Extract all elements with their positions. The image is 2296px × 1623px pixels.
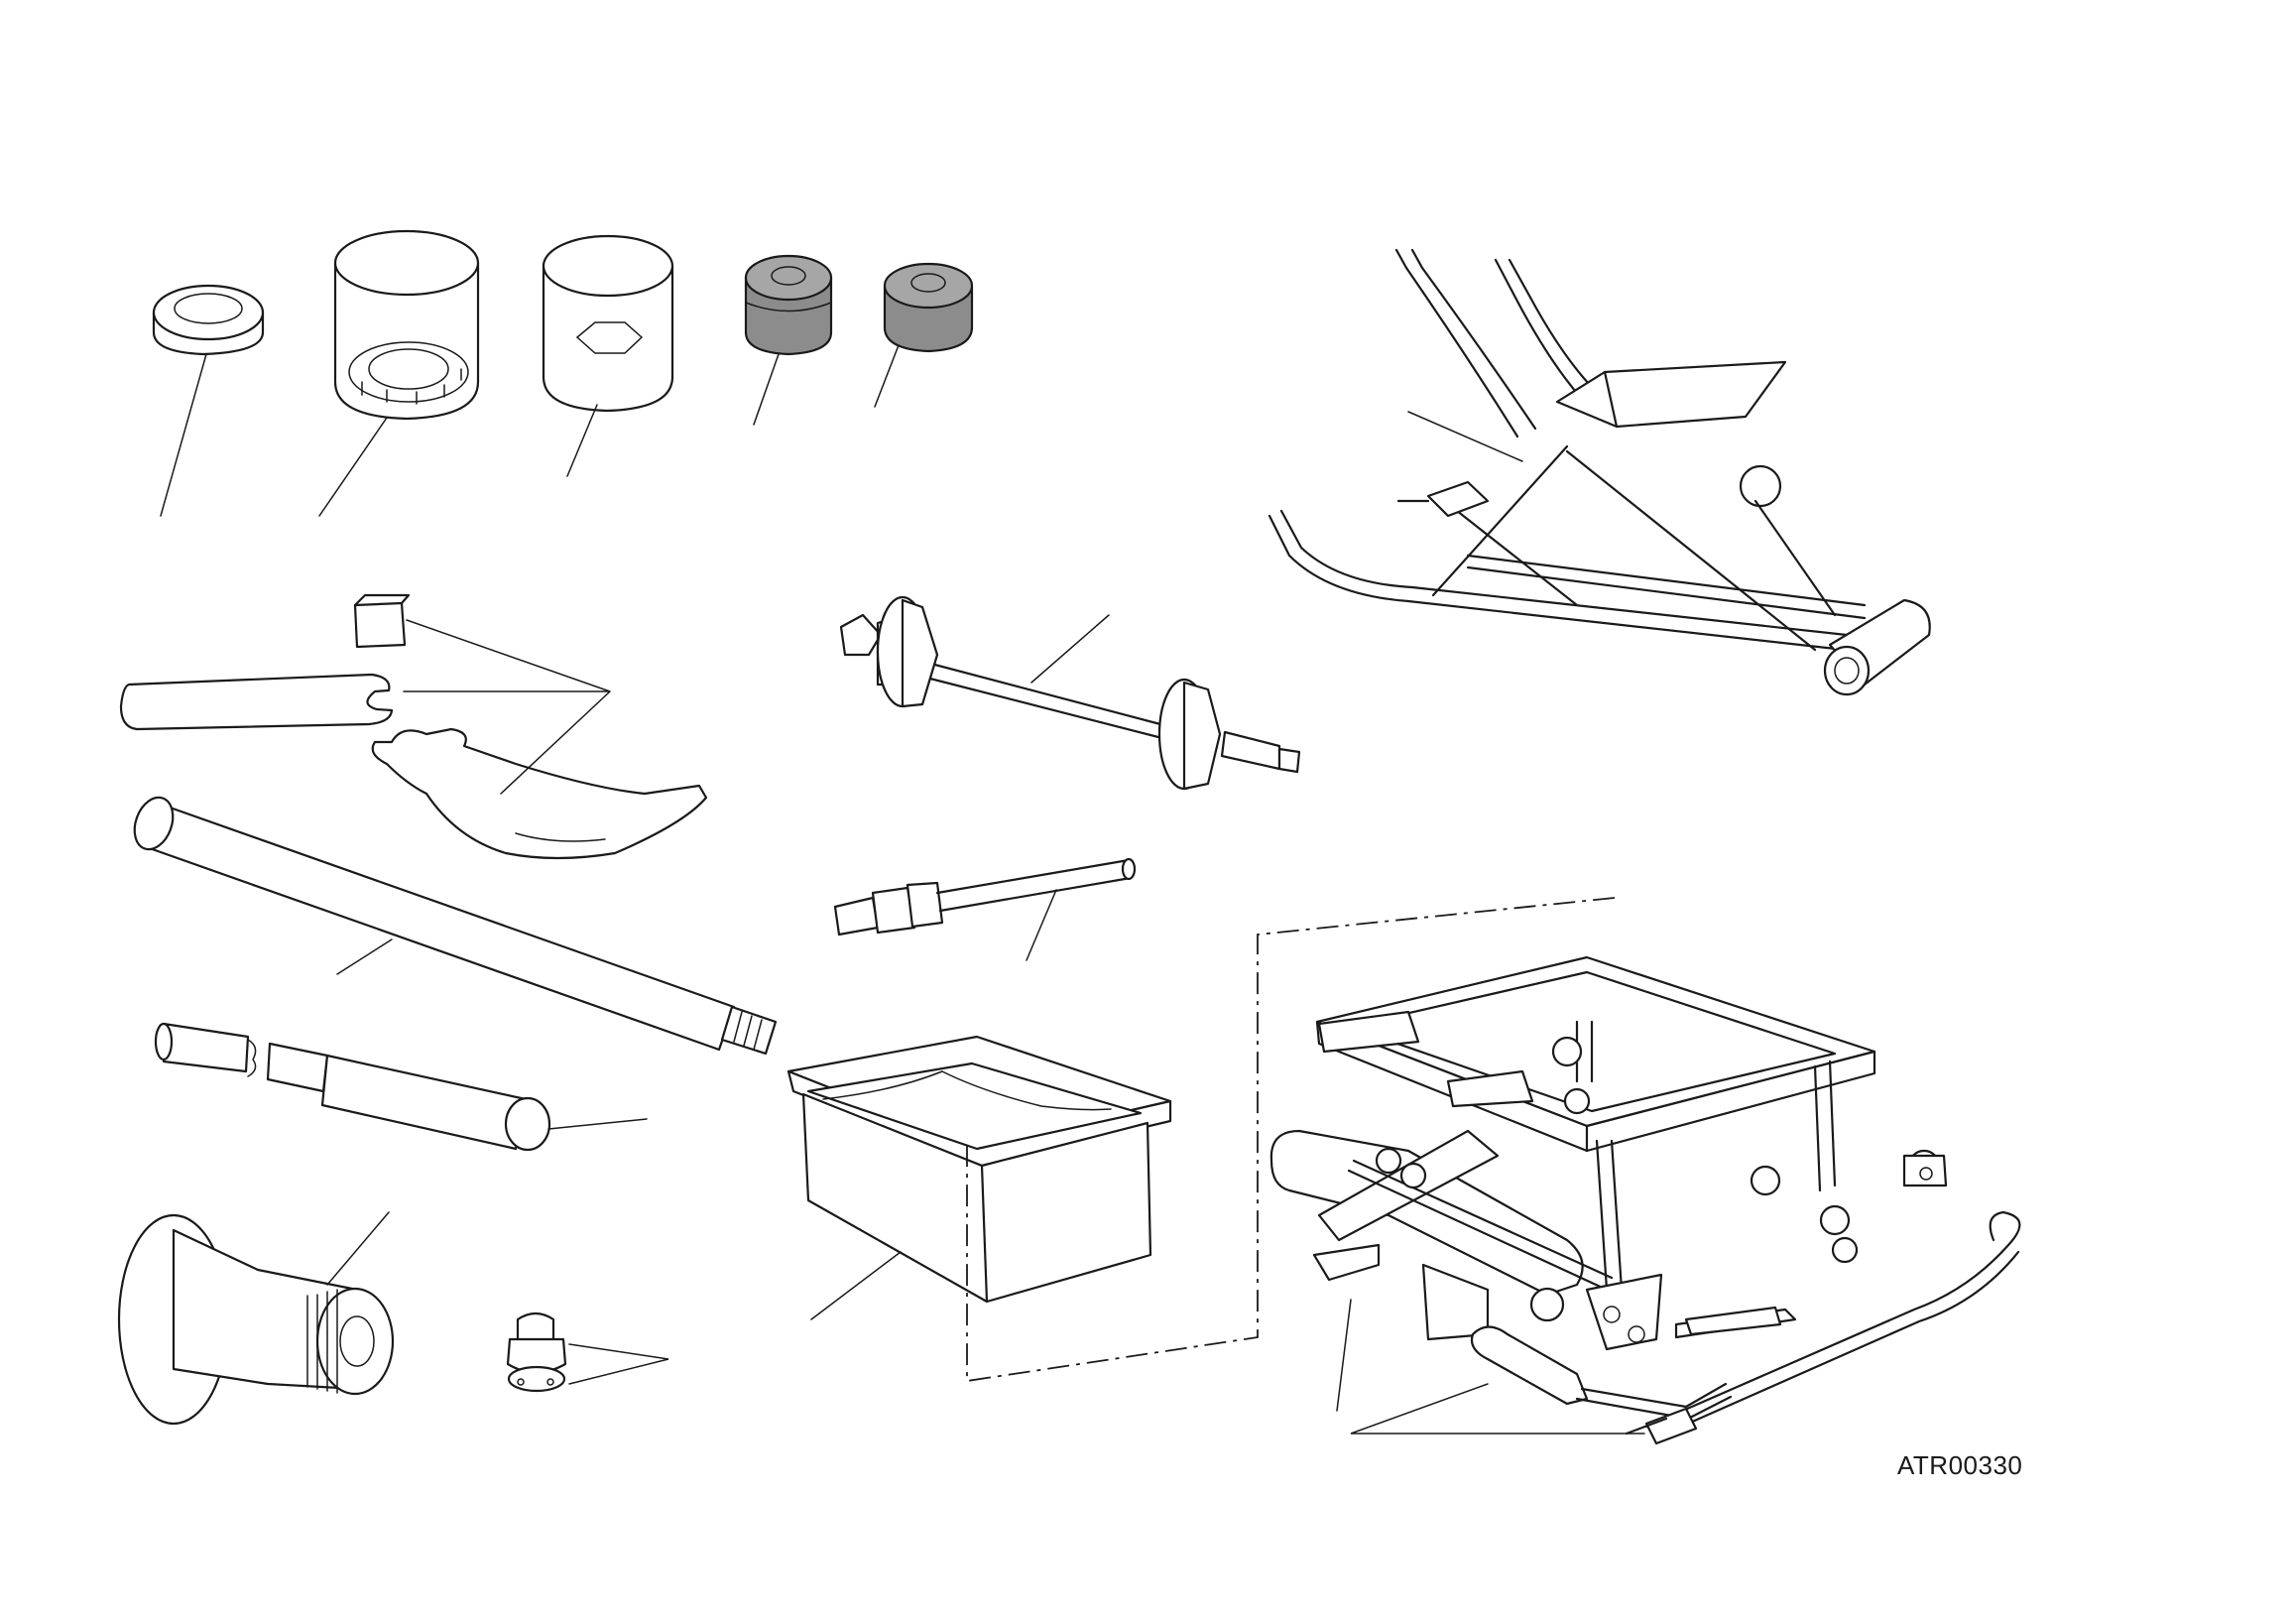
leader-line <box>568 1343 669 1385</box>
rear-stand-part <box>1268 248 1931 696</box>
rubber-bush-part-a <box>744 254 833 356</box>
hook-wrench-part <box>119 593 708 860</box>
dashed-boundary <box>966 897 1616 1383</box>
leader-line <box>874 344 900 408</box>
leader-line <box>160 353 207 517</box>
extension-bar-part <box>833 857 1137 936</box>
leader-line <box>810 1251 902 1320</box>
leader-line <box>753 353 780 426</box>
leader-line <box>1407 411 1523 462</box>
pin-socket-part <box>333 229 480 421</box>
plug-fitting-part <box>506 1311 567 1393</box>
scissor-lift-part <box>1269 955 2021 1445</box>
rubber-bush-part-b <box>883 262 974 353</box>
small-cap-part <box>152 284 265 356</box>
leader-line <box>547 1118 648 1130</box>
bearing-puller-part <box>839 595 1301 791</box>
drawing-code: ATR00330 <box>1897 1450 2023 1480</box>
hex-socket-part <box>542 234 674 413</box>
leader-line <box>318 417 388 517</box>
leader-line <box>1336 1299 1645 1435</box>
leader-line <box>336 938 393 975</box>
leader-line <box>566 404 598 477</box>
leader-line <box>403 619 611 795</box>
long-shaft-part <box>133 796 778 1056</box>
leader-line <box>326 1211 390 1286</box>
leader-line <box>1030 614 1110 684</box>
threaded-sleeve-part <box>117 1213 395 1426</box>
drip-tray-part <box>786 1035 1172 1304</box>
drift-punch-part <box>154 1022 551 1152</box>
leader-line <box>1026 889 1057 961</box>
